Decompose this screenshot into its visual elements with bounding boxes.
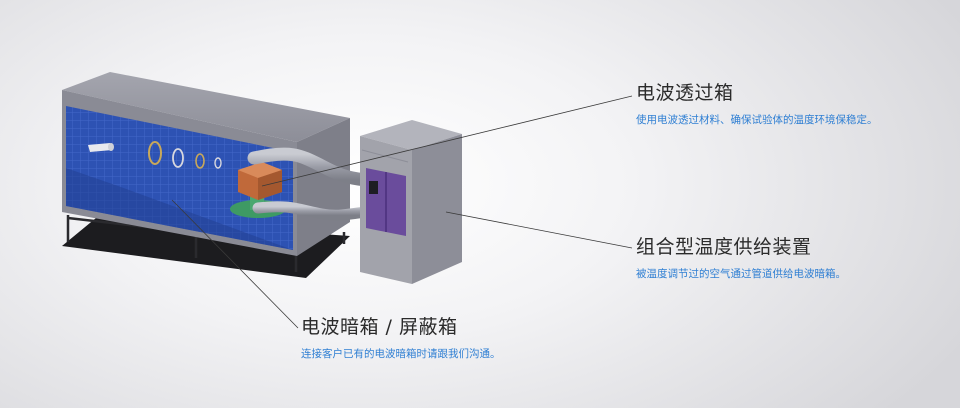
callout-title: 电波暗箱 / 屏蔽箱 bbox=[301, 318, 501, 337]
chamber-side bbox=[297, 118, 350, 256]
callout-title: 电波透过箱 bbox=[636, 84, 878, 103]
callout-description: 使用电波透过材料、确保试验体的温度环境保稳定。 bbox=[636, 115, 878, 126]
unit-side bbox=[412, 134, 462, 284]
callout-transmission-box: 电波透过箱 使用电波透过材料、确保试验体的温度环境保稳定。 bbox=[636, 84, 878, 126]
callout-description: 连接客户已有的电波暗箱时请跟我们沟通。 bbox=[301, 349, 501, 360]
callout-description: 被温度调节过的空气通过管道供给电波暗箱。 bbox=[636, 269, 846, 280]
unit-display bbox=[369, 181, 378, 194]
leader-supply-unit bbox=[446, 212, 632, 248]
callout-title: 组合型温度供给装置 bbox=[636, 238, 846, 257]
temperature-supply-unit bbox=[360, 120, 462, 284]
callout-chamber: 电波暗箱 / 屏蔽箱 连接客户已有的电波暗箱时请跟我们沟通。 bbox=[301, 318, 501, 360]
callout-supply-unit: 组合型温度供给装置 被温度调节过的空气通过管道供给电波暗箱。 bbox=[636, 238, 846, 280]
